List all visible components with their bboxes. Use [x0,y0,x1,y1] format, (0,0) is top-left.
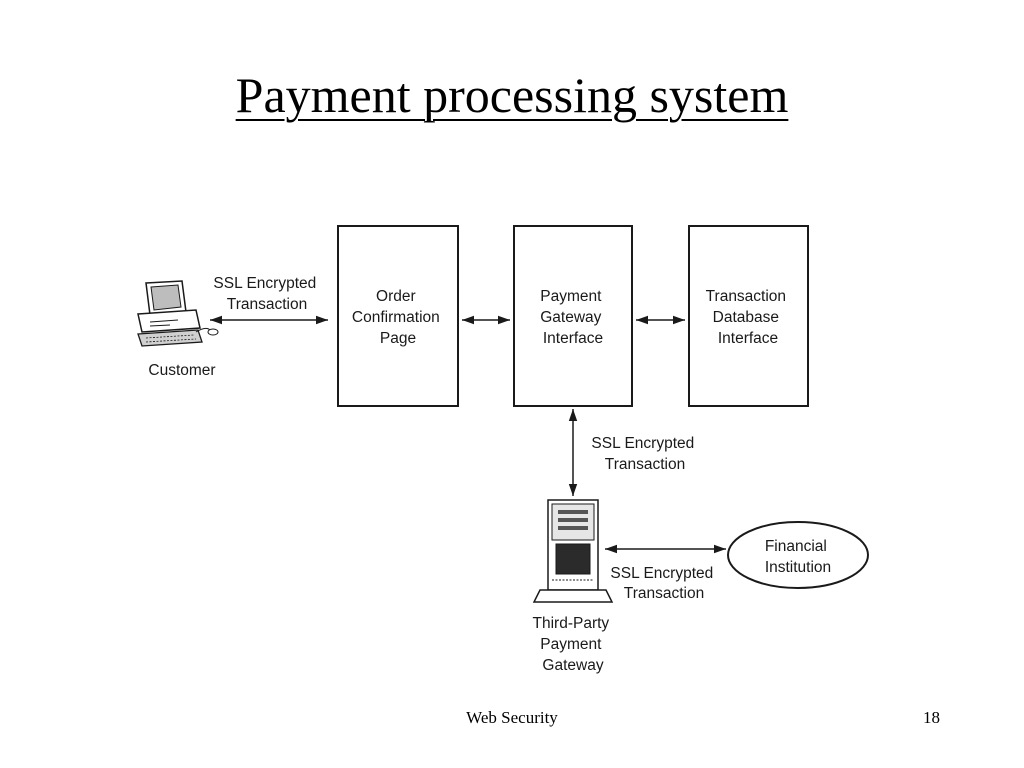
pgi-line-3: Interface [543,330,603,347]
desktop-computer-icon [137,280,219,347]
page-number: 18 [923,708,940,727]
ssl-financial-line-2: Transaction [624,585,704,602]
transaction-database-box [688,225,809,407]
ssl-customer-line-2: Transaction [227,296,307,313]
customer-label: Customer [148,362,215,379]
transaction-database-label: Transaction Database Interface [706,288,791,347]
ssl-customer-label: SSL Encrypted Transaction [213,275,320,313]
order-line-3: Page [380,330,416,347]
server-tower-icon [532,499,614,603]
pgi-line-1: Payment [540,288,602,305]
ssl-customer-line-1: SSL Encrypted [213,275,316,292]
fi-line-2: Institution [765,559,831,576]
order-line-2: Confirmation [352,309,440,326]
third-party-line-3: Gateway [542,657,603,674]
slide-title: Payment processing system [235,67,789,123]
tdb-line-2: Database [713,309,779,326]
pgi-line-2: Gateway [540,309,601,326]
ssl-gateway-label: SSL Encrypted Transaction [591,435,698,473]
tdb-line-3: Interface [718,330,778,347]
payment-gateway-interface-label: Payment Gateway Interface [540,288,605,347]
ssl-financial-line-1: SSL Encrypted [610,565,713,582]
financial-institution-label: Financial Institution [765,538,831,576]
order-confirmation-box [337,225,459,407]
payment-gateway-interface-box [513,225,633,407]
ssl-gateway-line-2: Transaction [605,456,685,473]
order-confirmation-label: Order Confirmation Page [352,288,444,347]
ssl-gateway-line-1: SSL Encrypted [591,435,694,452]
tdb-line-1: Transaction [706,288,786,305]
financial-institution-ellipse [727,521,869,589]
ssl-financial-label: SSL Encrypted Transaction [610,565,717,602]
third-party-label: Third-Party Payment Gateway [533,615,614,674]
third-party-line-1: Third-Party [533,615,610,632]
order-line-1: Order [376,288,416,305]
fi-line-1: Financial [765,538,827,555]
third-party-line-2: Payment [540,636,602,653]
footer-text: Web Security [466,708,558,727]
